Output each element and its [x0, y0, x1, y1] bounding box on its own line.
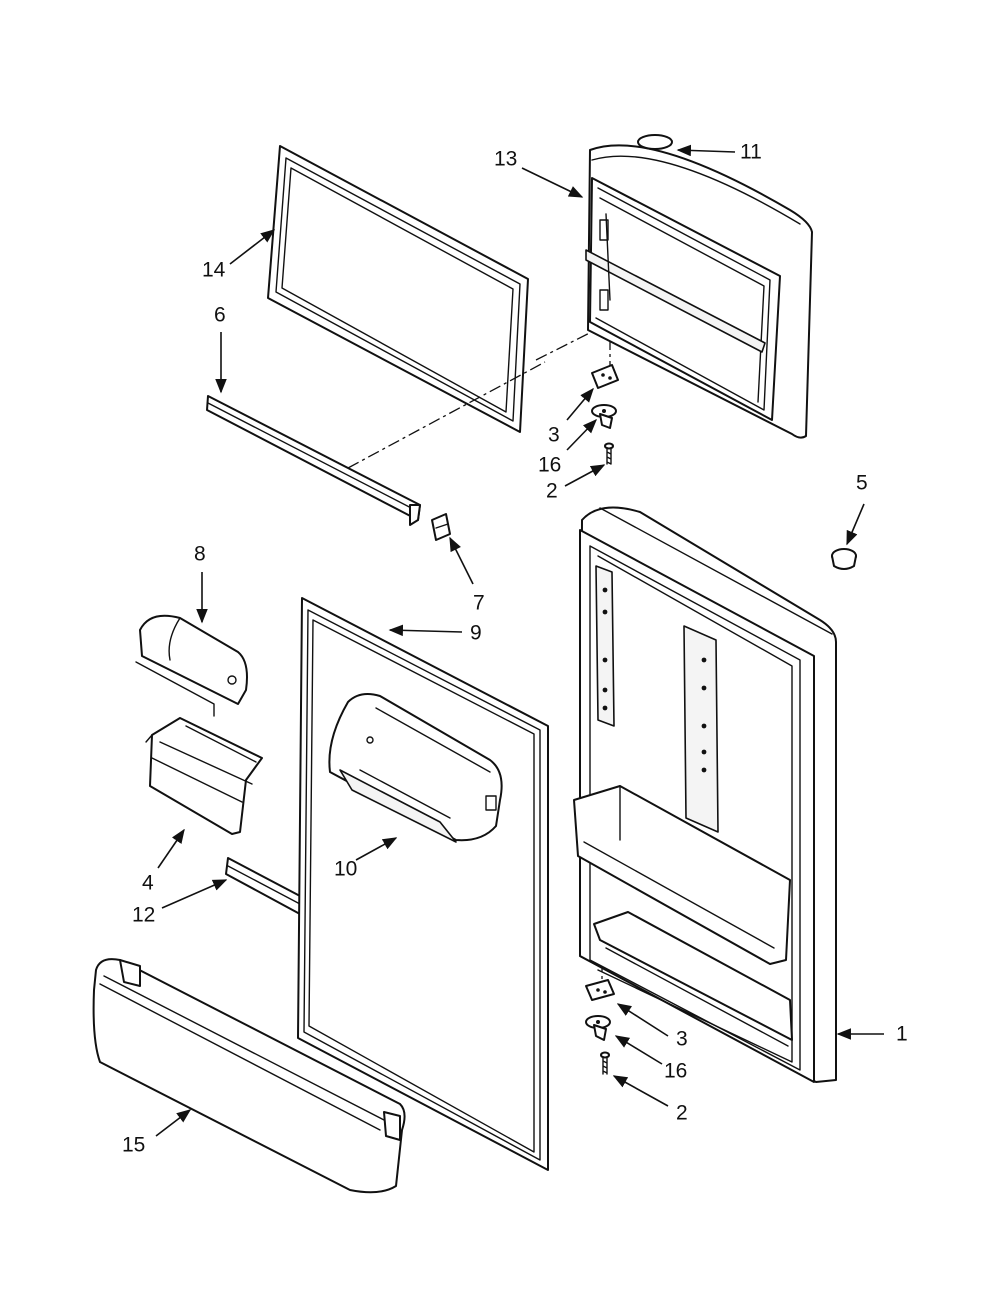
callout-15: 15	[122, 1134, 145, 1157]
freezer-door-trim-strip	[206, 395, 421, 526]
leader-9	[388, 624, 463, 637]
callout-labels: 11 13 14 6 3 16 2 5 7 8 9 10 4 12 15 1 3…	[122, 141, 908, 1157]
callout-9: 9	[470, 622, 482, 645]
leader-4	[157, 828, 185, 869]
callout-10: 10	[334, 858, 357, 881]
callout-13: 13	[494, 148, 517, 171]
door-cap-button	[637, 134, 673, 150]
fresh-food-door	[573, 506, 837, 1083]
callout-1: 1	[896, 1023, 908, 1046]
callout-2-upper: 2	[546, 480, 558, 503]
callout-3-lower: 3	[676, 1028, 688, 1051]
leader-13	[521, 167, 584, 198]
leader-3b	[616, 1003, 669, 1037]
trim-end-cap	[431, 513, 451, 541]
callout-2-lower: 2	[676, 1102, 688, 1125]
small-door-bin	[145, 717, 263, 835]
callout-8: 8	[194, 543, 206, 566]
callout-14: 14	[202, 259, 226, 282]
leader-2b	[612, 1075, 669, 1107]
callout-7: 7	[473, 592, 485, 615]
callout-16-upper: 16	[538, 454, 561, 477]
callout-4: 4	[142, 872, 154, 895]
leader-3a	[566, 387, 594, 421]
leader-10	[355, 837, 398, 861]
plug-button	[831, 548, 857, 570]
callout-16-lower: 16	[664, 1060, 687, 1083]
leader-11	[676, 144, 736, 157]
leader-15	[155, 1109, 192, 1137]
upper-hinge-bracket	[591, 364, 619, 389]
lower-hinge-screw	[600, 1051, 610, 1075]
upper-hinge-washer	[591, 404, 617, 429]
leader-12	[161, 879, 228, 909]
leader-16b	[614, 1035, 663, 1065]
freezer-door-gasket	[267, 145, 529, 433]
callout-5: 5	[856, 472, 868, 495]
dairy-compartment-door	[135, 614, 248, 717]
leader-7	[449, 536, 474, 585]
leader-2a	[564, 464, 606, 487]
large-door-shelf	[92, 958, 406, 1194]
lower-hinge-bracket	[585, 979, 615, 1001]
lower-hinge-washer	[585, 1015, 611, 1041]
dairy-bin	[328, 693, 503, 843]
callout-11: 11	[740, 141, 762, 164]
assembly-line-freezer-lower	[347, 361, 546, 469]
leader-16a	[566, 418, 598, 451]
callout-12: 12	[132, 904, 155, 927]
leader-14	[229, 229, 276, 265]
callout-6: 6	[214, 304, 226, 327]
upper-hinge-screw	[604, 442, 614, 465]
callout-3-upper: 3	[548, 424, 560, 447]
leader-5	[846, 503, 865, 546]
freezer-door	[585, 144, 813, 439]
leader-arrows	[155, 144, 884, 1137]
